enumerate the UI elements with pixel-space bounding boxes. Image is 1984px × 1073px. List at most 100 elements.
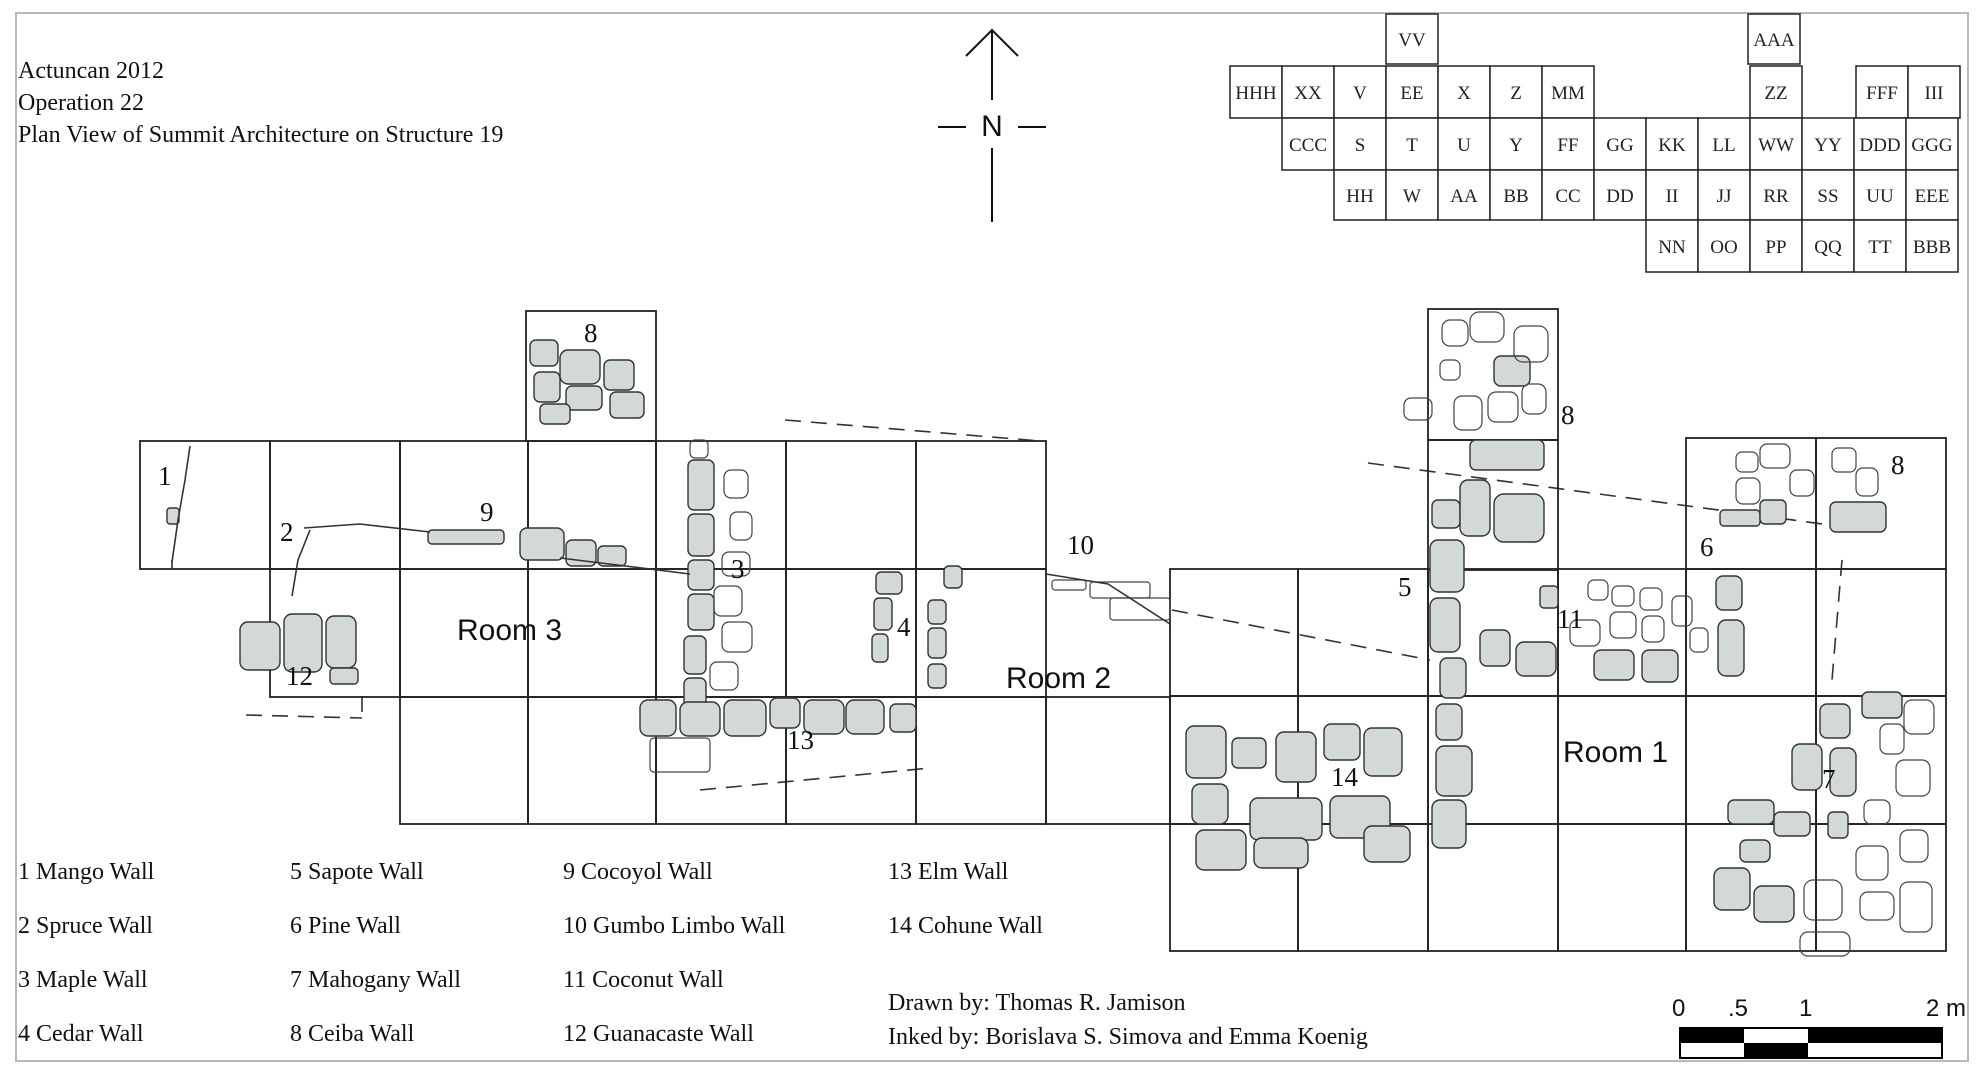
key-cell-label: Z <box>1510 83 1522 104</box>
key-cell-ss <box>1801 169 1855 221</box>
key-cell-label: BBB <box>1913 237 1951 258</box>
wall-label-11: 11 <box>1557 604 1583 634</box>
key-cell-t <box>1385 117 1439 171</box>
wall-label-8-mid: 8 <box>1561 400 1575 430</box>
key-cell-xx <box>1281 65 1335 119</box>
key-cell-label: HH <box>1346 186 1374 207</box>
key-cell-label: II <box>1666 186 1679 207</box>
site-title: Actuncan 2012 <box>18 58 164 84</box>
key-cell-label: MM <box>1551 83 1585 104</box>
key-cell-y <box>1489 117 1543 171</box>
inked-by-credit: Inked by: Borislava S. Simova and Emma K… <box>888 1024 1368 1050</box>
key-cell-label: W <box>1403 186 1421 207</box>
wall-label-8-right: 8 <box>1891 450 1905 480</box>
wall-label-12: 12 <box>286 661 313 691</box>
key-cell-label: U <box>1457 135 1471 156</box>
key-cell-label: UU <box>1866 186 1894 207</box>
legend-item-mango: 1 Mango Wall <box>18 859 155 885</box>
key-cell-label: WW <box>1758 135 1794 156</box>
wall-label-4: 4 <box>897 612 911 642</box>
key-cell-w <box>1385 169 1439 221</box>
key-cell-label: CCC <box>1289 135 1327 156</box>
key-cell-ww <box>1749 117 1803 171</box>
wall-label-2: 2 <box>280 517 294 547</box>
key-cell-fff <box>1855 65 1909 119</box>
key-cell-label: ZZ <box>1764 83 1787 104</box>
legend-item-pine: 6 Pine Wall <box>290 913 401 939</box>
key-cell-uu <box>1853 169 1907 221</box>
key-cell-s <box>1333 117 1387 171</box>
key-cell-ii <box>1645 169 1699 221</box>
scale-bar <box>1679 1027 1943 1059</box>
key-cell-label: HHH <box>1235 83 1276 104</box>
wall-label-1: 1 <box>158 461 172 491</box>
key-cell-yy <box>1801 117 1855 171</box>
key-cell-label: V <box>1353 83 1367 104</box>
key-cell-label: JJ <box>1717 186 1732 207</box>
key-cell-hhh <box>1229 65 1283 119</box>
operation-title: Operation 22 <box>18 90 144 116</box>
wall-label-10: 10 <box>1067 530 1094 560</box>
legend-item-guanacaste: 12 Guanacaste Wall <box>563 1021 754 1047</box>
legend-item-cedar: 4 Cedar Wall <box>18 1021 144 1047</box>
stone-features <box>166 339 1903 923</box>
scale-tick-1: 1 <box>1799 995 1812 1022</box>
wall-label-6: 6 <box>1700 532 1714 562</box>
wall-label-13: 13 <box>787 725 814 755</box>
key-cell-label: YY <box>1814 135 1842 156</box>
north-label: N <box>981 110 1003 143</box>
legend-item-gumbo-limbo: 10 Gumbo Limbo Wall <box>563 913 786 939</box>
key-cell-label: AA <box>1450 186 1478 207</box>
key-cell-label: LL <box>1712 135 1735 156</box>
key-cell-label: X <box>1457 83 1471 104</box>
legend-item-cocoyol: 9 Cocoyol Wall <box>563 859 713 885</box>
key-cell-label: T <box>1406 135 1418 156</box>
key-cell-label: GG <box>1606 135 1634 156</box>
key-cell-tt <box>1853 219 1907 273</box>
room-label-3: Room 3 <box>457 614 562 647</box>
key-cell-label: PP <box>1765 237 1786 258</box>
legend-item-spruce: 2 Spruce Wall <box>18 913 153 939</box>
legend-item-ceiba: 8 Ceiba Wall <box>290 1021 415 1047</box>
key-cell-z <box>1489 65 1543 119</box>
legend-item-coconut: 11 Coconut Wall <box>563 967 724 993</box>
room-label-1: Room 1 <box>1563 736 1668 769</box>
key-cell-label: QQ <box>1814 237 1842 258</box>
wall-traces <box>171 445 1171 625</box>
key-cell-label: RR <box>1763 186 1789 207</box>
key-cell-label: AAA <box>1753 30 1794 51</box>
key-cell-label: VV <box>1398 30 1426 51</box>
key-cell-label: BB <box>1503 186 1528 207</box>
key-cell-label: S <box>1355 135 1366 156</box>
key-cell-label: FF <box>1557 135 1578 156</box>
key-cell-ddd <box>1853 117 1907 171</box>
wall-label-3: 3 <box>731 554 745 584</box>
key-cell-nn <box>1645 219 1699 273</box>
key-cell-rr <box>1749 169 1803 221</box>
key-cell-cc <box>1541 169 1595 221</box>
key-cell-label: III <box>1925 83 1944 104</box>
key-cell-ccc <box>1281 117 1335 171</box>
legend-item-maple: 3 Maple Wall <box>18 967 148 993</box>
key-cell-label: CC <box>1555 186 1580 207</box>
key-cell-label: XX <box>1294 83 1322 104</box>
room-label-2: Room 2 <box>1006 662 1111 695</box>
key-cell-label: DDD <box>1859 135 1900 156</box>
wall-label-9: 9 <box>480 497 494 527</box>
key-cell-dd <box>1593 169 1647 221</box>
key-cell-aaa <box>1747 13 1801 65</box>
key-cell-kk <box>1645 117 1699 171</box>
plan-view-title: Plan View of Summit Architecture on Stru… <box>18 122 504 148</box>
legend-item-mahogany: 7 Mahogany Wall <box>290 967 461 993</box>
key-cell-vv <box>1385 13 1439 65</box>
key-cell-oo <box>1697 219 1751 273</box>
key-cell-label: FFF <box>1866 83 1898 104</box>
key-cell-label: EEE <box>1915 186 1950 207</box>
scale-tick-0: 0 <box>1672 995 1685 1022</box>
key-cell-mm <box>1541 65 1595 119</box>
key-cell-label: KK <box>1658 135 1686 156</box>
legend-item-cohune: 14 Cohune Wall <box>888 913 1043 939</box>
key-cell-label: TT <box>1868 237 1892 258</box>
